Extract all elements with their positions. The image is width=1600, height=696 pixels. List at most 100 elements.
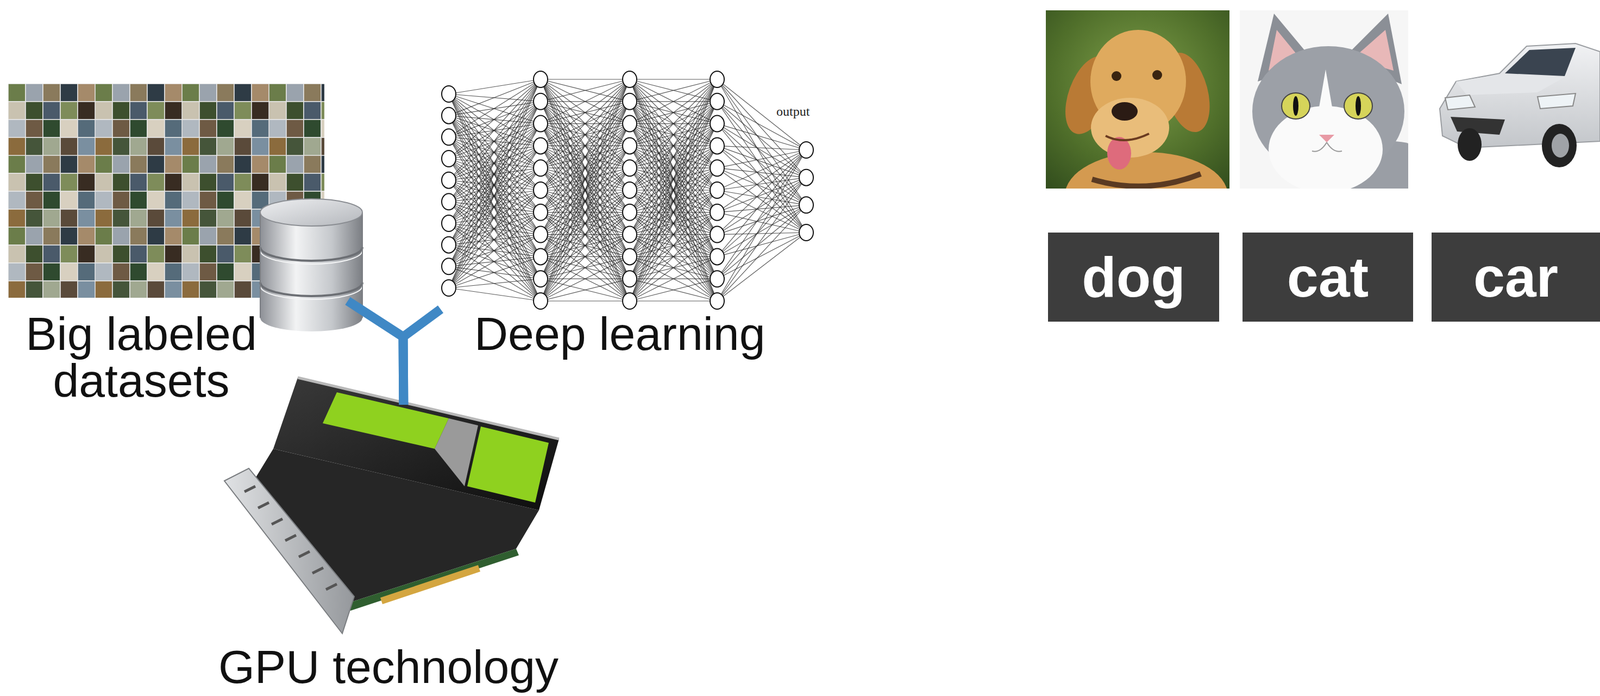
network-neuron [533, 93, 548, 110]
network-link [448, 180, 541, 301]
network-neuron [710, 159, 725, 177]
network-neuron [441, 258, 456, 275]
network-link [448, 79, 541, 267]
database-icon-part [260, 198, 363, 227]
network-neuron [710, 204, 725, 221]
network-link [717, 212, 807, 233]
network-link [540, 79, 630, 191]
network-link [717, 177, 807, 213]
network-neuron [622, 115, 637, 133]
network-link [717, 177, 807, 257]
network-link [717, 149, 807, 191]
caption: GPU technology [206, 643, 571, 690]
network-link [448, 201, 541, 279]
network-link [540, 278, 630, 301]
network-link [629, 79, 718, 235]
network-neuron [622, 93, 637, 110]
network-link [629, 190, 718, 301]
dog-photo [1045, 10, 1230, 189]
network-link [540, 123, 630, 301]
network-link [629, 234, 718, 301]
network-neuron [799, 141, 814, 159]
network-link [540, 278, 630, 301]
network-neuron [533, 137, 548, 154]
network-link [540, 79, 630, 279]
network-link [540, 79, 630, 257]
network-link [448, 101, 541, 288]
network-link [540, 79, 630, 102]
box-label: cat [1287, 246, 1369, 309]
network-link [717, 167, 807, 233]
network-link [629, 79, 718, 257]
database-icon-part [260, 282, 363, 297]
network-link [629, 256, 718, 301]
network-link [629, 79, 718, 168]
car-photo-part [1541, 123, 1577, 168]
network-neuron [441, 236, 456, 254]
network-link [540, 79, 630, 124]
car-photo [1423, 10, 1600, 189]
neural-network [441, 71, 814, 310]
network-link [540, 190, 630, 301]
network-link [540, 79, 630, 168]
network-link [629, 79, 718, 124]
network-link [629, 278, 718, 301]
network-link [448, 115, 541, 301]
dog-photo-part [1111, 102, 1138, 121]
network-link [448, 212, 541, 288]
network-link [540, 212, 630, 301]
network-link [540, 79, 630, 124]
box-label: dog [1081, 246, 1186, 309]
label-box: cat [1242, 232, 1414, 322]
network-link [540, 79, 630, 257]
network-link [540, 256, 630, 301]
connector-line [403, 309, 441, 405]
network-neuron [441, 193, 456, 210]
network-link [629, 79, 718, 279]
car-photo-part [1445, 95, 1476, 110]
network-link [540, 167, 630, 301]
gpu-card-part [258, 502, 269, 508]
network-link [717, 149, 807, 279]
network-link [629, 190, 718, 301]
network-link [540, 79, 630, 279]
database-icon-part [361, 212, 363, 318]
network-link [629, 101, 718, 301]
car-photo-part [1551, 133, 1570, 158]
network-link [448, 79, 541, 94]
network-neuron [710, 248, 725, 265]
network-link [629, 145, 718, 301]
network-link [629, 79, 718, 235]
network-neuron [533, 226, 548, 243]
network-link [448, 123, 541, 288]
network-link [540, 79, 630, 235]
car-photo-part [1450, 116, 1505, 135]
network-link [540, 212, 630, 301]
dog-photo-part [1105, 133, 1150, 141]
gpu-card [224, 377, 560, 634]
network-neuron [441, 150, 456, 167]
network-link [448, 145, 541, 288]
network-link [629, 79, 718, 168]
gpu-card-part [224, 468, 355, 634]
network-link [448, 79, 541, 246]
network-link [540, 79, 630, 213]
database-icon-part [259, 212, 261, 318]
network-link [629, 167, 718, 301]
network-link [540, 101, 630, 301]
network-link [629, 212, 718, 301]
network-neuron [799, 196, 814, 213]
car-photo-part [1504, 47, 1576, 77]
network-link [629, 300, 718, 301]
network-link [448, 158, 541, 279]
network-link [448, 93, 541, 257]
gpu-card-part [285, 535, 297, 541]
network-link [448, 266, 541, 301]
cat-photo-part [1344, 92, 1373, 119]
gpu-card-part [273, 377, 560, 511]
network-link [629, 79, 718, 213]
gpu-card-part [325, 584, 337, 590]
network-link [540, 79, 630, 191]
network-link [629, 79, 718, 257]
network-link [540, 256, 630, 301]
